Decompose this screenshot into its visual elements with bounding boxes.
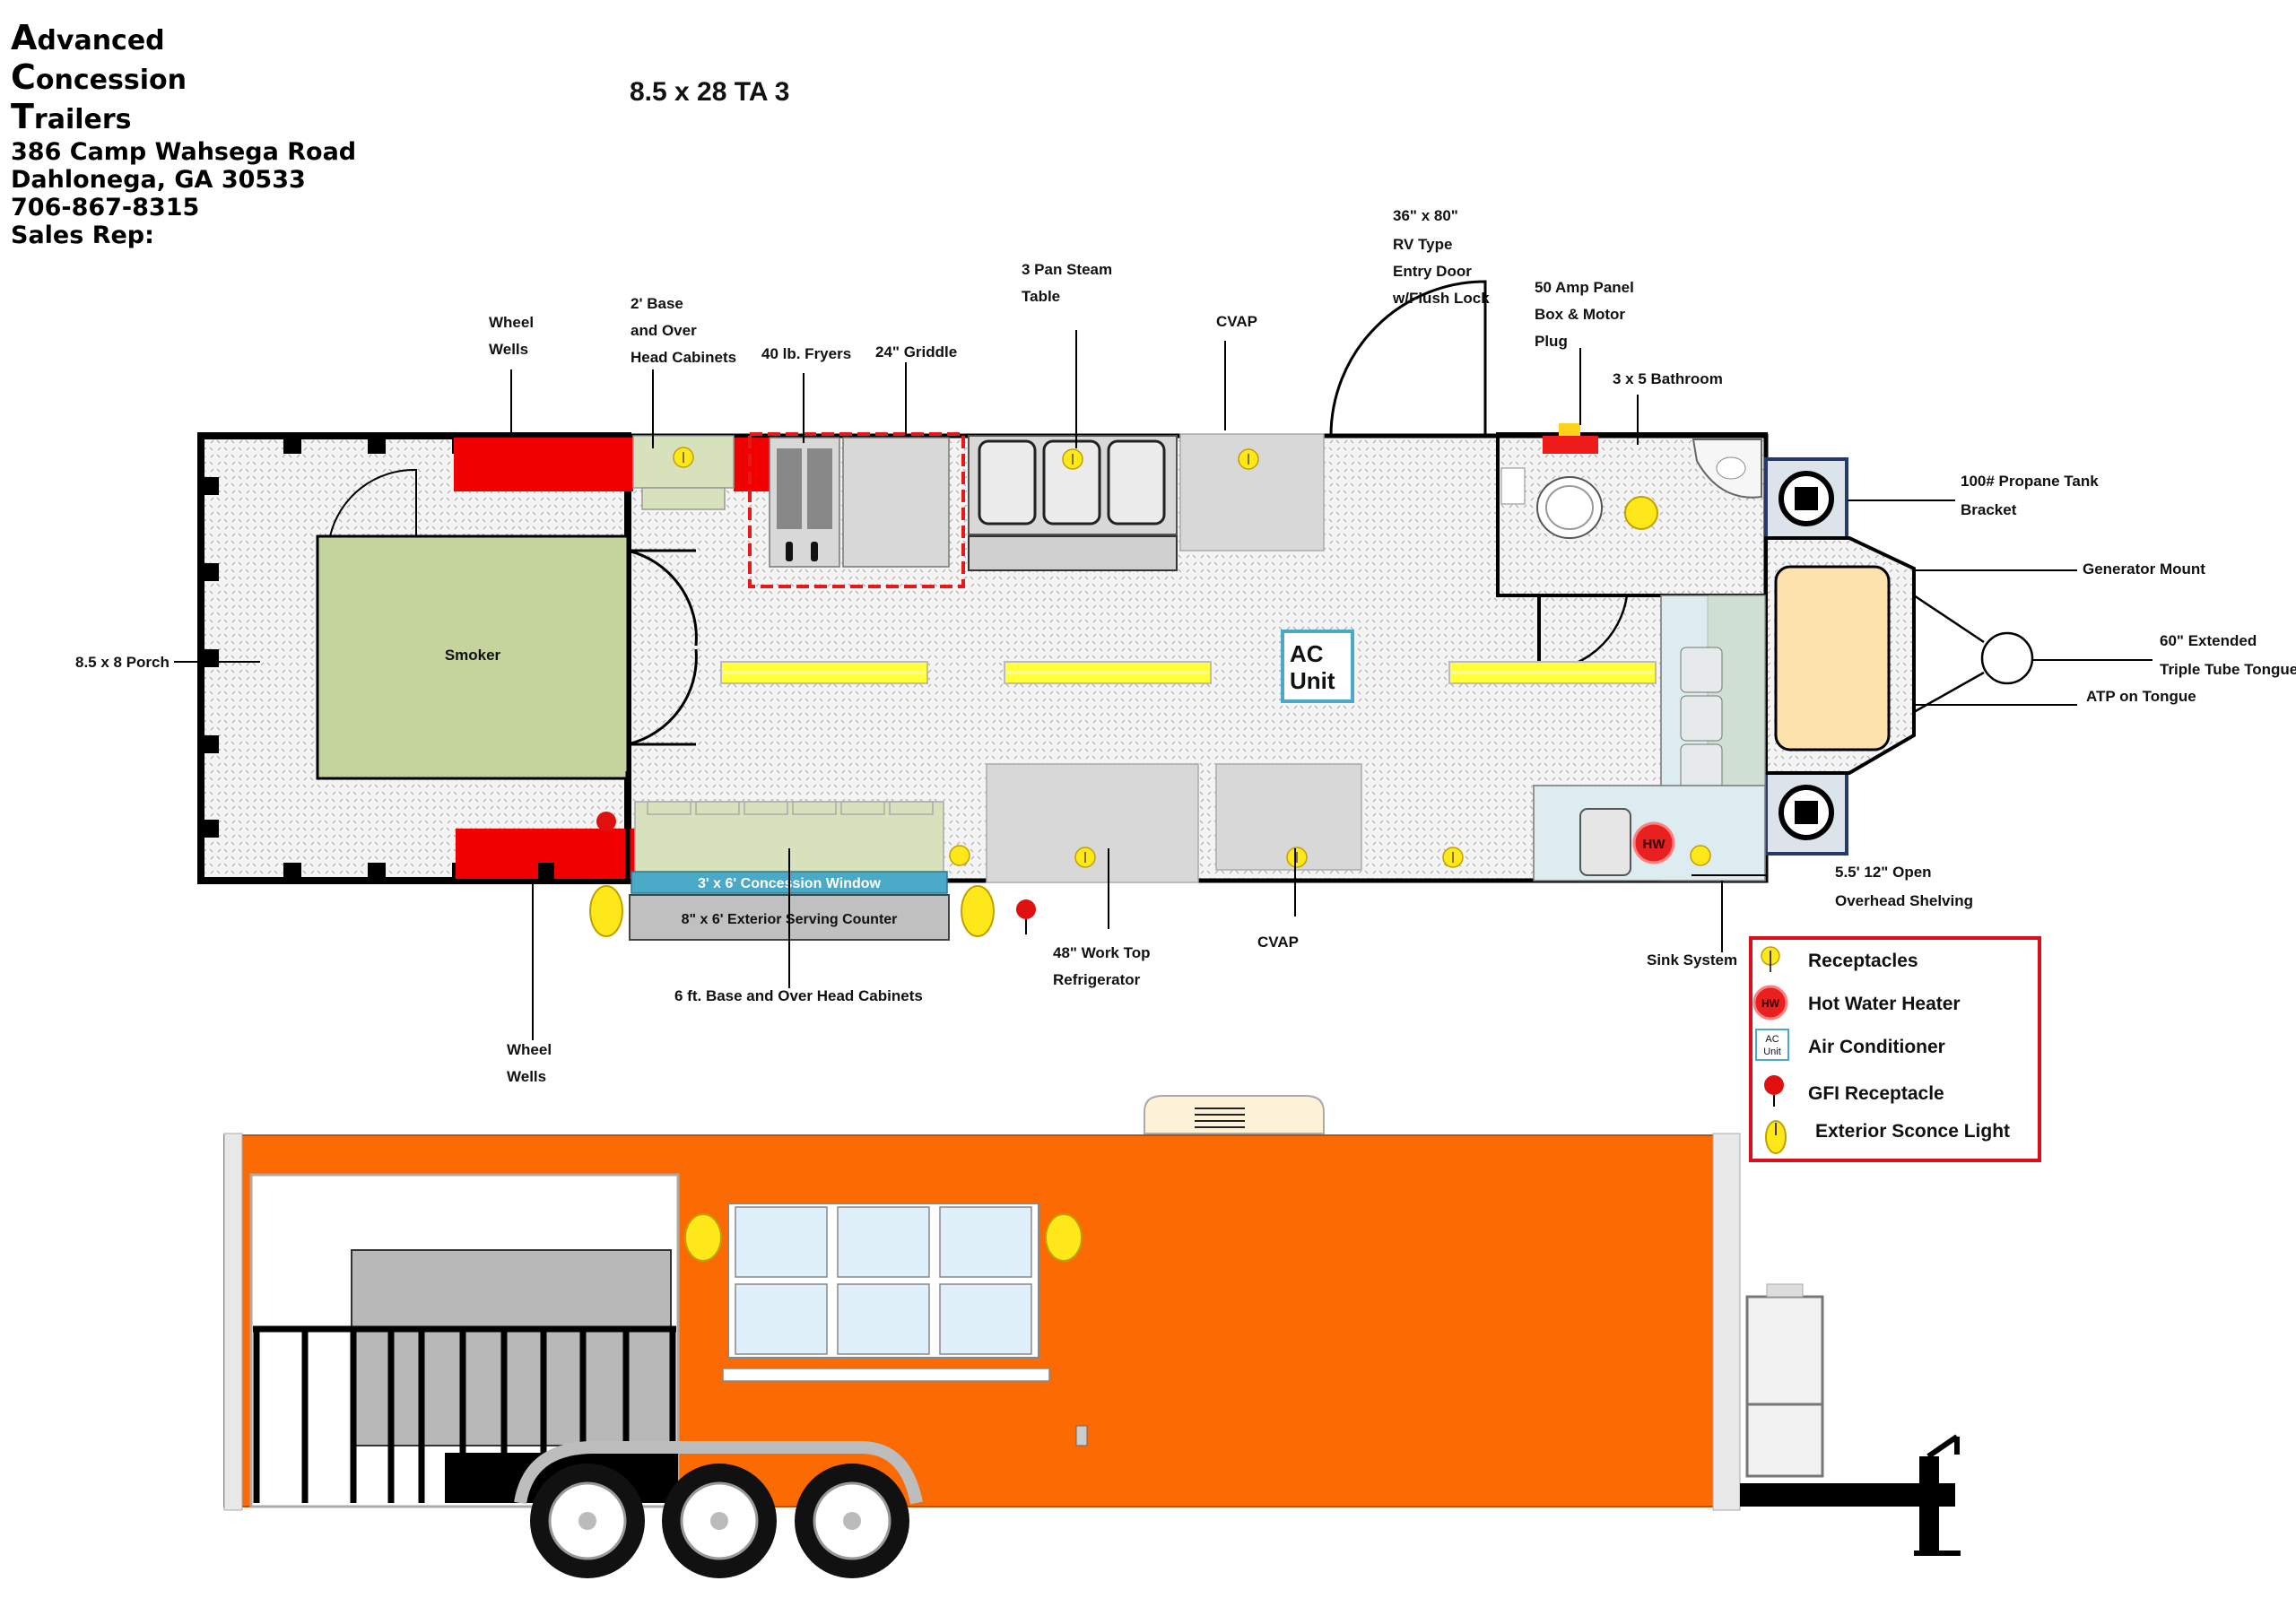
legend-label-gfi-receptacle: GFI Receptacle [1808, 1083, 1944, 1104]
hand-sink [1579, 808, 1631, 876]
cvap-top-label: CVAP [1216, 313, 1257, 330]
propane-tank-side [1745, 1295, 1824, 1478]
propane-label-1: 100# Propane Tank [1961, 473, 2099, 490]
wheel-well-top [454, 438, 633, 491]
porch-label: 8.5 x 8 Porch [75, 654, 170, 671]
ac-unit-label-line1: AC [1290, 640, 1324, 667]
company-phone: 706-867-8315 [11, 194, 200, 222]
fender [514, 1441, 923, 1505]
smoker-side [351, 1249, 672, 1446]
legend: Receptacles HW Hot Water Heater AC Unit … [1749, 936, 2041, 1162]
entry-door-label-2: RV Type [1393, 236, 1452, 253]
sconce-light-side-right [1045, 1213, 1083, 1262]
sink-system-label: Sink System [1647, 951, 1737, 969]
entry-door-label-1: 36" x 80" [1393, 207, 1458, 224]
sconce-light-side-left [684, 1213, 722, 1262]
legend-box [1749, 936, 2041, 1162]
panel-box-label-1: 50 Amp Panel [1535, 279, 1634, 296]
company-name-line: Advanced [11, 18, 165, 57]
base-cabinets-2ft-label-3: Head Cabinets [631, 349, 736, 366]
tongue-label-1: 60" Extended [2160, 632, 2257, 649]
griddle [842, 437, 950, 568]
hood-outline [748, 432, 965, 588]
griddle-label: 24" Griddle [875, 343, 957, 360]
gfi-receptacle-exterior [1016, 899, 1036, 919]
serving-counter-side [722, 1368, 1050, 1382]
hitch-coupler [1980, 631, 2034, 685]
callout-leaders [174, 330, 2152, 1040]
entry-door-swing [1329, 280, 1487, 437]
refrigerator-label-1: 48" Work Top [1053, 944, 1151, 961]
sconce-light-icon [1765, 1120, 1787, 1154]
company-name-line: Trailers [11, 97, 132, 136]
ac-unit-icon [1755, 1029, 1789, 1061]
wheel-wells-top-label-2: Wells [489, 341, 528, 358]
hot-water-heater-icon [1752, 985, 1788, 1021]
shelving-label-2: Overhead Shelving [1835, 892, 1973, 909]
bathroom-receptacle [1624, 496, 1658, 530]
base-cabinets-2ft-label-1: 2' Base [631, 295, 683, 312]
entry-door-label-3: Entry Door [1393, 263, 1472, 280]
company-name-line: Concession [11, 57, 187, 97]
steam-table-label-1: 3 Pan Steam [1022, 261, 1112, 278]
company-city: Dahlonega, GA 30533 [11, 166, 306, 194]
panel-box-label-2: Box & Motor [1535, 306, 1625, 323]
legend-label-hot-water-heater: Hot Water Heater [1808, 994, 1961, 1014]
cvap-bottom-label: CVAP [1257, 934, 1299, 951]
side-elevation [223, 1095, 1961, 1578]
generator-mount [1774, 565, 1891, 751]
legend-label-exterior-sconce-light: Exterior Sconce Light [1815, 1121, 2010, 1142]
hot-water-heater-badge: HW [1643, 837, 1666, 852]
smoker-label: Smoker [445, 647, 501, 664]
hot-water-heater-icon-badge: HW [1761, 997, 1780, 1010]
base-cabinets-6ft-label: 6 ft. Base and Over Head Cabinets [674, 987, 923, 1004]
base-cabinets-2ft-label-2: and Over [631, 322, 697, 339]
model-title: 8.5 x 28 TA 3 [630, 77, 789, 107]
ac-unit [1281, 630, 1354, 703]
company-header: Advanced Concession Trailers 386 Camp Wa… [11, 20, 356, 249]
panel-box [1543, 436, 1598, 454]
tongue-jack [1919, 1456, 1939, 1555]
wheel-wells-top-label-1: Wheel [489, 314, 534, 331]
generator-label: Generator Mount [2083, 560, 2205, 578]
exterior-sconces [589, 885, 995, 937]
steam-table-label-2: Table [1022, 288, 1060, 305]
gfi-receptacle-icon [1764, 1075, 1784, 1095]
floor-plan: Smoker [197, 280, 2034, 941]
hot-water-heater [1632, 821, 1675, 864]
shelving-label-1: 5.5' 12" Open [1835, 864, 1932, 881]
ac-unit-icon-badge-2: Unit [1763, 1047, 1781, 1057]
tongue-label-2: Triple Tube Tongue [2160, 661, 2296, 678]
smoker [316, 534, 630, 780]
porch-railing [253, 1325, 676, 1503]
panel-box-label-3: Plug [1535, 333, 1568, 350]
ceiling-lights [720, 661, 1657, 684]
wheel-wells-bottom-label-2: Wells [507, 1068, 546, 1085]
wheels [530, 1464, 909, 1578]
company-address: 386 Camp Wahsega Road [11, 138, 357, 166]
gfi-receptacle-porch [596, 812, 616, 831]
entry-door-label-4: w/Flush Lock [1392, 290, 1490, 307]
callout-labels: Wheel Wells 2' Base and Over Head Cabine… [75, 207, 2296, 1085]
atp-label: ATP on Tongue [2086, 688, 2196, 705]
legend-label-air-conditioner: Air Conditioner [1808, 1037, 1945, 1057]
wheel-well-top-right [734, 438, 771, 491]
sales-rep-label: Sales Rep: [11, 222, 154, 249]
ac-unit-icon-badge-1: AC [1765, 1034, 1779, 1045]
bathroom-label: 3 x 5 Bathroom [1613, 370, 1723, 387]
interior-door-swing [627, 549, 698, 647]
refrigerator-label-2: Refrigerator [1053, 971, 1141, 988]
fryers-label: 40 lb. Fryers [761, 345, 851, 362]
legend-label-receptacles: Receptacles [1808, 951, 1918, 971]
ac-unit-label-line2: Unit [1290, 667, 1335, 694]
porch-door-swing [329, 468, 417, 537]
wheel-wells-bottom-label-1: Wheel [507, 1041, 552, 1058]
propane-label-2: Bracket [1961, 501, 2017, 518]
